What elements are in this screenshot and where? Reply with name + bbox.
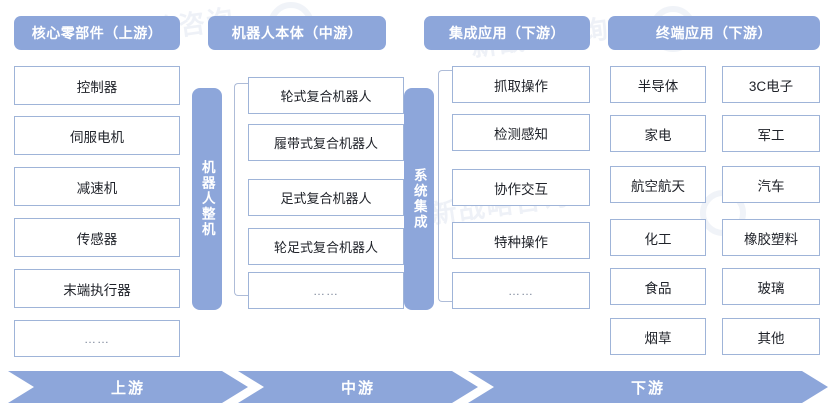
item-box-tobacco[interactable]: 烟草 — [610, 318, 706, 355]
item-box-wheel-legged-composite-robot[interactable]: 轮足式复合机器人 — [248, 228, 404, 265]
item-label: 足式复合机器人 — [280, 191, 372, 206]
item-label: 控制器 — [76, 79, 118, 95]
item-label: 半导体 — [637, 78, 679, 94]
item-label: 传感器 — [76, 231, 118, 247]
column-header-midstream-robot-body[interactable]: 机器人本体（中游） — [208, 16, 386, 50]
column-header-label: 终端应用（下游） — [656, 25, 772, 41]
column-header-downstream-end-application[interactable]: 终端应用（下游） — [608, 16, 820, 50]
item-box-home-appliance[interactable]: 家电 — [610, 115, 706, 152]
column-header-label: 集成应用（下游） — [449, 25, 565, 41]
item-label: 检测感知 — [494, 126, 548, 142]
item-box-tracked-composite-robot[interactable]: 履带式复合机器人 — [248, 124, 404, 161]
item-box-collaborative-interaction[interactable]: 协作交互 — [452, 169, 590, 206]
flow-band-label: 中游 — [340, 379, 375, 397]
item-box-more-robot-body[interactable]: …… — [248, 272, 404, 309]
item-box-controller[interactable]: 控制器 — [14, 66, 180, 105]
item-label: 其他 — [757, 330, 785, 346]
flow-band-label: 下游 — [630, 379, 665, 397]
item-box-sensor[interactable]: 传感器 — [14, 218, 180, 257]
item-box-end-effector[interactable]: 末端执行器 — [14, 269, 180, 308]
item-box-other[interactable]: 其他 — [722, 318, 820, 355]
item-box-glass[interactable]: 玻璃 — [722, 268, 820, 305]
item-box-special-operation[interactable]: 特种操作 — [452, 222, 590, 259]
flow-band-upstream[interactable]: 上游 — [8, 371, 248, 403]
item-label: 烟草 — [644, 330, 672, 346]
item-label: 轮式复合机器人 — [280, 89, 372, 104]
vertical-bar-robot-whole-machine[interactable]: 机器人整机 — [192, 88, 222, 310]
item-label: 橡胶塑料 — [744, 231, 798, 247]
item-label: 航空航天 — [631, 178, 685, 194]
column-header-downstream-integrated-application[interactable]: 集成应用（下游） — [424, 16, 590, 50]
item-label: 履带式复合机器人 — [273, 136, 378, 151]
flow-band-midstream[interactable]: 中游 — [238, 371, 478, 403]
item-label: 玻璃 — [757, 280, 785, 296]
vertical-bar-system-integration[interactable]: 系统集成 — [404, 88, 434, 310]
item-label: 汽车 — [757, 178, 785, 194]
item-box-semiconductor[interactable]: 半导体 — [610, 66, 706, 103]
column-header-upstream-core-parts[interactable]: 核心零部件（上游） — [14, 16, 180, 50]
bracket-integrated-application — [438, 70, 452, 302]
vertical-bar-label: 机器人整机 — [199, 160, 215, 238]
bracket-robot-body — [234, 83, 248, 296]
item-box-automobile[interactable]: 汽车 — [722, 166, 820, 203]
item-label: 减速机 — [76, 180, 118, 196]
item-label: 末端执行器 — [63, 282, 131, 298]
item-label: 协作交互 — [494, 181, 548, 197]
item-label: 化工 — [644, 231, 672, 247]
item-box-grasping-operation[interactable]: 抓取操作 — [452, 66, 590, 103]
item-box-aerospace[interactable]: 航空航天 — [610, 166, 706, 203]
item-label: 特种操作 — [494, 234, 548, 250]
item-box-more-integrated-application[interactable]: …… — [452, 272, 590, 309]
vertical-bar-label: 系统集成 — [411, 168, 427, 230]
item-box-reducer[interactable]: 减速机 — [14, 167, 180, 206]
item-label: 抓取操作 — [494, 78, 548, 94]
item-box-rubber-plastic[interactable]: 橡胶塑料 — [722, 219, 820, 256]
item-label: 食品 — [644, 280, 672, 296]
flow-band-downstream[interactable]: 下游 — [468, 371, 828, 403]
item-box-food[interactable]: 食品 — [610, 268, 706, 305]
item-box-servo-motor[interactable]: 伺服电机 — [14, 116, 180, 155]
item-box-military-industry[interactable]: 军工 — [722, 115, 820, 152]
flow-band-label: 上游 — [110, 379, 145, 397]
item-box-3c-electronics[interactable]: 3C电子 — [722, 66, 820, 103]
item-box-more-core-parts[interactable]: …… — [14, 320, 180, 357]
item-box-legged-composite-robot[interactable]: 足式复合机器人 — [248, 179, 404, 216]
item-label: 军工 — [757, 127, 785, 143]
item-label: …… — [313, 283, 339, 298]
item-label: …… — [84, 331, 110, 346]
item-label: 伺服电机 — [70, 129, 124, 145]
item-label: 家电 — [644, 127, 672, 143]
item-box-detection-perception[interactable]: 检测感知 — [452, 114, 590, 151]
item-label: 轮足式复合机器人 — [273, 240, 378, 255]
column-header-label: 核心零部件（上游） — [31, 25, 163, 41]
column-header-label: 机器人本体（中游） — [231, 25, 363, 41]
item-box-wheeled-composite-robot[interactable]: 轮式复合机器人 — [248, 77, 404, 114]
item-label: …… — [508, 283, 534, 298]
item-label: 3C电子 — [748, 78, 794, 94]
item-box-chemical-industry[interactable]: 化工 — [610, 219, 706, 256]
